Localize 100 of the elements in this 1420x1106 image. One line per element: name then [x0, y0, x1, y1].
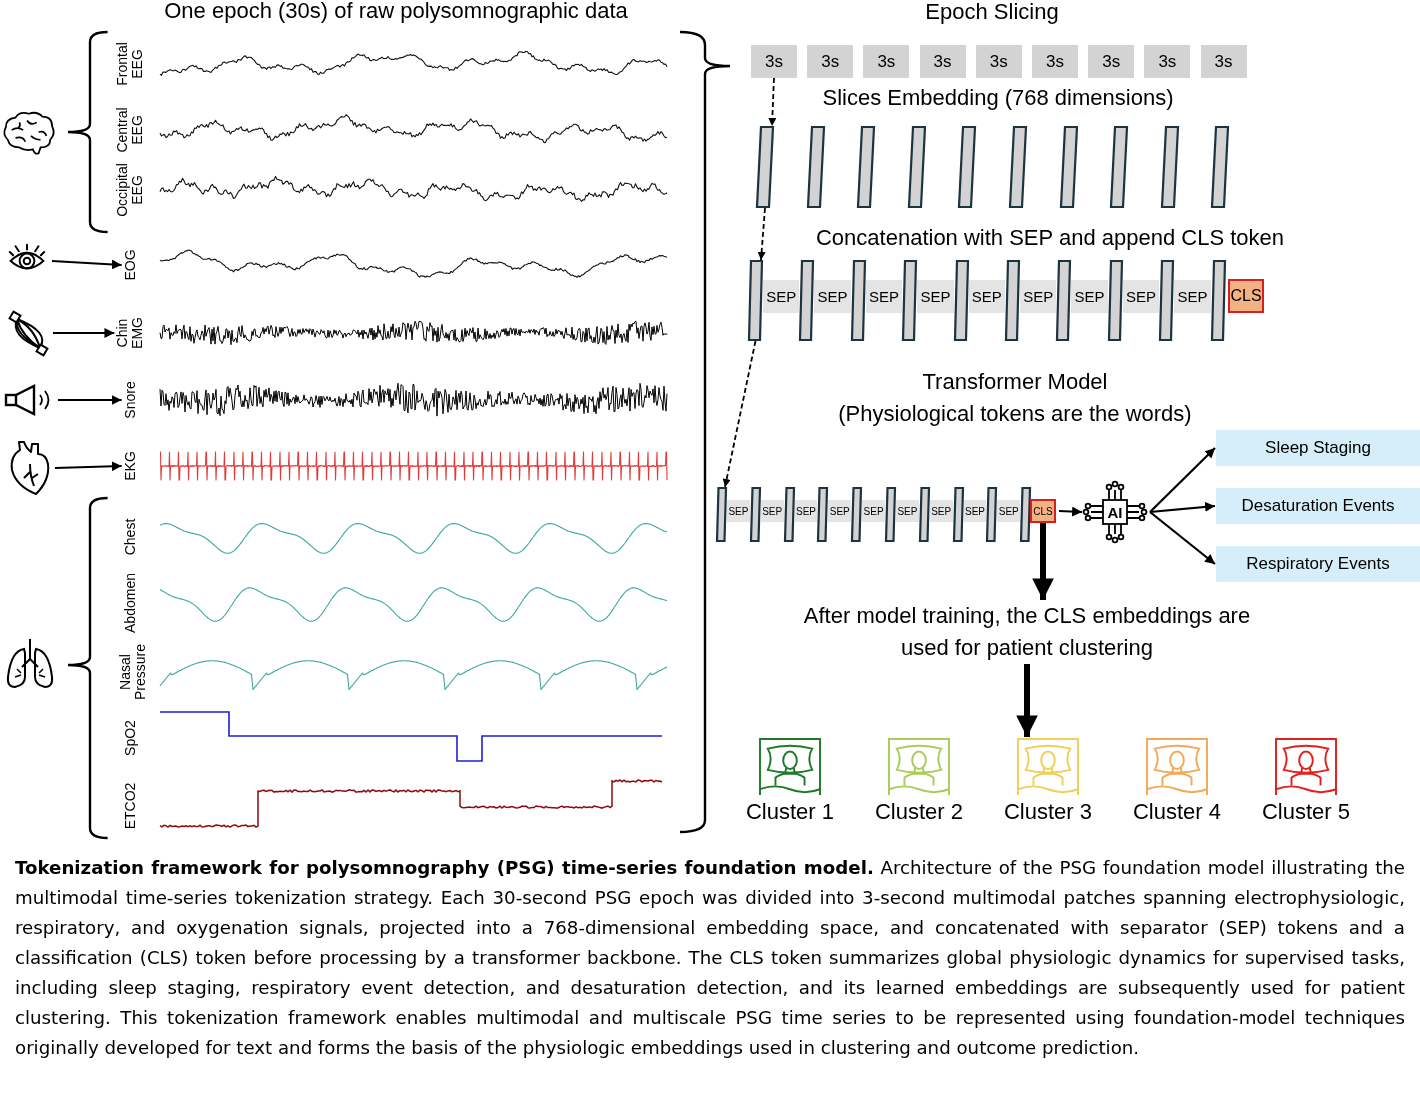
embedding-bar: [756, 126, 774, 208]
arrow: [1058, 506, 1083, 517]
sep-token: SEP: [1071, 280, 1108, 313]
cls-token: CLS: [1030, 499, 1056, 523]
section-subheading: (Physiological tokens are the words): [837, 400, 1193, 428]
time-slice: 3s: [1200, 45, 1247, 78]
sep-token: SEP: [727, 500, 750, 522]
channel-label: Chin EMG: [115, 313, 145, 353]
panel-title: One epoch (30s) of raw polysomnographic data: [163, 0, 629, 25]
embedding-bar: [1110, 126, 1129, 208]
arrow: [58, 395, 122, 405]
sep-token: SEP: [865, 280, 903, 313]
embedding-bar: [749, 487, 761, 542]
time-slice: 3s: [1144, 45, 1191, 78]
output-task-box: Respiratory Events: [1216, 546, 1420, 582]
arrow: [53, 328, 115, 338]
section-heading: Transformer Model: [921, 368, 1109, 396]
embedding-bar: [748, 260, 763, 341]
cluster-label: Cluster 2: [873, 799, 964, 825]
arrow: [1149, 447, 1216, 513]
output-task-box: Desaturation Events: [1216, 488, 1420, 524]
arrow: [1032, 523, 1054, 600]
sep-token: SEP: [968, 280, 1005, 313]
channel-label: EKG: [122, 446, 138, 486]
cluster-label: Cluster 1: [744, 799, 835, 825]
embedding-bar: [1009, 126, 1027, 208]
time-slice: 3s: [863, 45, 910, 78]
time-slice: 3s: [1032, 45, 1078, 78]
embedding-bar: [1056, 260, 1072, 341]
sep-token: SEP: [862, 500, 885, 522]
sep-token: SEP: [963, 500, 987, 522]
channel-label: Chest: [122, 517, 138, 558]
arrow: [722, 340, 757, 488]
cluster-label: Cluster 5: [1260, 799, 1351, 825]
embedding-bar: [783, 487, 795, 542]
arrow: [51, 259, 122, 270]
section-heading: Concatenation with SEP and append CLS token: [814, 224, 1285, 252]
embedding-bar: [907, 126, 926, 208]
cls-token: CLS: [1228, 279, 1264, 313]
cluster-label: Cluster 4: [1131, 799, 1222, 825]
time-slice: 3s: [751, 45, 797, 78]
sep-token: SEP: [917, 280, 954, 313]
time-slice: 3s: [919, 45, 966, 78]
arrow: [1149, 502, 1216, 514]
embedding-bar: [902, 260, 918, 341]
embedding-bar: [1210, 260, 1226, 341]
embedding-bar: [716, 487, 727, 542]
channel-label: Abdomen: [122, 572, 138, 635]
channel-label: Central EEG: [115, 106, 145, 155]
embedding-bar: [850, 260, 866, 341]
heart-icon: [8, 440, 52, 496]
embedding-bar: [1020, 487, 1032, 542]
embedding-bar: [918, 487, 930, 542]
embedding-bar: [1211, 126, 1230, 208]
sep-token: SEP: [828, 500, 852, 522]
sep-token: SEP: [760, 500, 784, 522]
channel-label: SpO2: [122, 719, 138, 758]
time-slice: 3s: [1088, 45, 1135, 78]
sep-token: SEP: [1122, 280, 1160, 313]
embedding-bar: [1107, 260, 1123, 341]
section-heading: Slices Embedding (768 dimensions): [821, 84, 1175, 112]
embedding-bar: [851, 487, 863, 542]
channel-label: Frontal EEG: [115, 41, 145, 88]
embedding-bar: [1005, 260, 1020, 341]
arrow: [54, 461, 122, 472]
embedding-bar: [952, 487, 964, 542]
channel-label: Occipital EEG: [115, 162, 145, 219]
embedding-bar: [1159, 260, 1175, 341]
embedding-bar: [953, 260, 969, 341]
embedding-bar: [885, 487, 896, 542]
sep-token: SEP: [997, 500, 1021, 522]
channel-label: Nasal Pressure: [118, 643, 148, 702]
embedding-bar: [958, 126, 977, 208]
sep-token: SEP: [1174, 280, 1211, 313]
channel-label: ETCO2: [122, 781, 138, 832]
sep-token: SEP: [763, 280, 800, 313]
embedding-bar: [857, 126, 876, 208]
sep-token: SEP: [1020, 280, 1057, 313]
section-heading: Epoch Slicing: [924, 0, 1060, 26]
embedding-bar: [986, 487, 998, 542]
arrow: [1149, 511, 1216, 565]
embedding-bar: [806, 126, 825, 208]
embedding-bar: [1059, 126, 1078, 208]
time-slice: 3s: [807, 45, 854, 78]
sep-token: SEP: [929, 500, 953, 522]
sep-token: SEP: [814, 280, 851, 313]
embedding-bar: [817, 487, 829, 542]
embedding-bar: [1160, 126, 1179, 208]
figure-caption: Tokenization framework for polysomnography (PSG) time-series foundation model. Architecture of the PSG foundation model illustrating the multimodal time-series tokenization strategy. Each 30-second PSG epoch was divided into 3-second multimodal patches spanning electrophysiologic, respiratory, and oxygenation signals, projected into a 768-dimensional embedding space, and concatenated with separator (SEP) tokens and a classification (CLS) token before processing by a transformer backbone. The CLS token summarizes global physiologic dynamics for supervised tasks, including sleep staging, respiratory event detection, and desaturation detection, and its learned embeddings are subsequently used for patient clustering. This tokenization framework enables multimodal and multiscale PSG time series to be represented using foundation-model techniques originally developed for text and forms the basis of the physiologic embeddings used in clustering and outcome prediction.: [15, 856, 1405, 1060]
embedding-bar: [799, 260, 815, 341]
output-task-box: Sleep Staging: [1216, 430, 1420, 466]
channel-label: Snore: [122, 375, 138, 425]
arrow: [757, 207, 766, 261]
sep-token: SEP: [794, 500, 818, 522]
muscle-icon: [8, 310, 50, 356]
arrow: [768, 77, 777, 127]
description-text: After model training, the CLS embeddings are used for patient clustering: [782, 600, 1272, 664]
arrow: [1016, 664, 1038, 737]
time-slice: 3s: [975, 45, 1022, 78]
cluster-label: Cluster 3: [1002, 799, 1093, 825]
